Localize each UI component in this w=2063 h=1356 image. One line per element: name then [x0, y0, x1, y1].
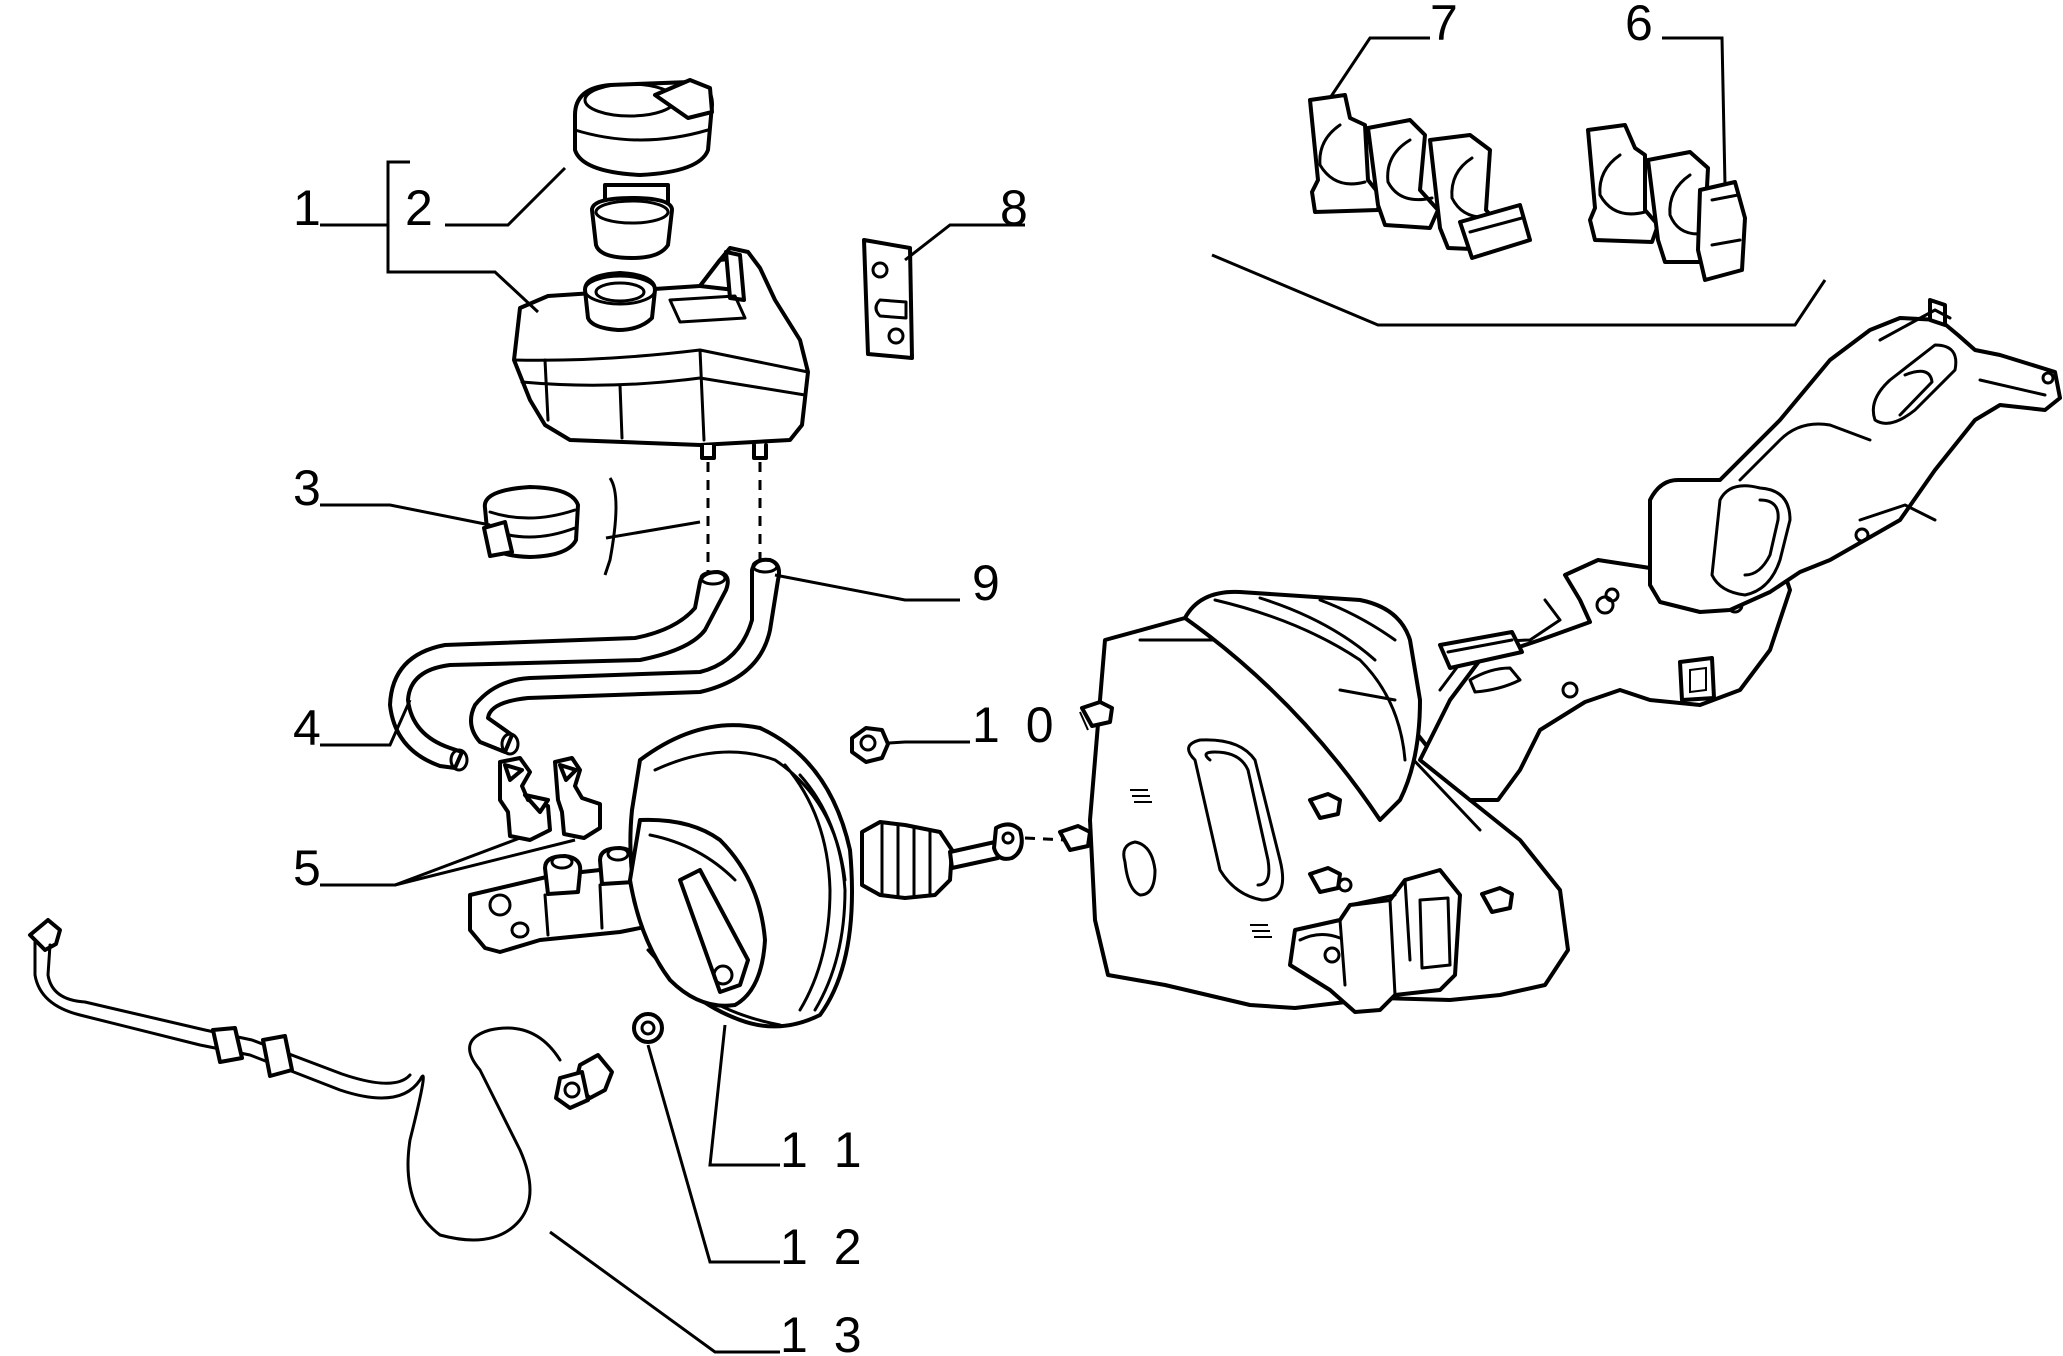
- washer: [632, 1012, 664, 1044]
- bracket-plate: [862, 238, 914, 360]
- callout-6: 6: [1625, 0, 1659, 51]
- leader-12: [646, 1044, 780, 1264]
- callout-12: 1 2: [780, 1219, 868, 1275]
- callout-5: 5: [293, 840, 327, 896]
- bracket-1: [386, 160, 540, 314]
- callout-1: 1: [293, 180, 327, 236]
- leader-11: [708, 1024, 780, 1167]
- leader-8: [904, 223, 1025, 262]
- brake-fluid-reservoir: [512, 246, 810, 460]
- pedal-bracket-assembly: [1058, 298, 2062, 1014]
- callout-2: 2: [405, 180, 439, 236]
- callout-4: 4: [293, 700, 327, 756]
- triple-pipe-clip: [1308, 93, 1532, 260]
- leader-10: [887, 740, 970, 745]
- callout-8: 8: [1000, 180, 1034, 236]
- hose-clamp: [482, 485, 580, 559]
- leader-2: [445, 166, 567, 227]
- leader-13: [549, 1230, 780, 1354]
- callout-10: 1 0: [972, 697, 1060, 753]
- vacuum-pipe: [28, 918, 614, 1242]
- callout-9: 9: [972, 555, 1006, 611]
- callout-3: 3: [293, 460, 327, 516]
- vacuum-hoses: [388, 557, 781, 772]
- leader-4: [320, 699, 412, 747]
- leader-7: [1328, 36, 1430, 99]
- leader-9: [774, 573, 960, 602]
- callout-13: 1 3: [780, 1307, 868, 1356]
- clip-group-bracket: [1211, 253, 1827, 327]
- nut: [850, 726, 890, 764]
- double-pipe-clip: [1586, 123, 1747, 282]
- callout-7: 7: [1430, 0, 1464, 51]
- reservoir-cap: [573, 78, 714, 260]
- leader-6: [1662, 36, 1727, 186]
- brake-servo: [628, 723, 1024, 1029]
- hose-unions: [498, 756, 602, 842]
- callout-11: 1 1: [780, 1122, 868, 1178]
